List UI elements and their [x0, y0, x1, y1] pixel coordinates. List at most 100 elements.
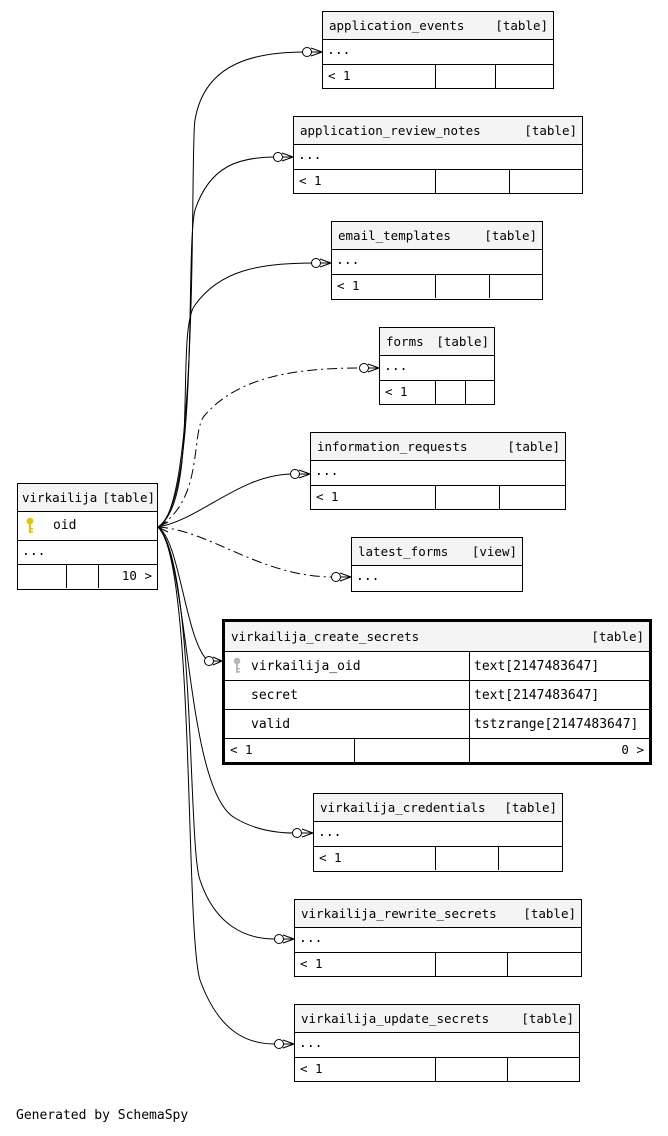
parents-count[interactable]: < 1: [380, 381, 436, 404]
table-footer: < 1: [332, 275, 542, 298]
table-name: virkailija_create_secrets: [231, 629, 420, 644]
parents-count[interactable]: < 1: [314, 847, 436, 870]
table-virkailija[interactable]: virkailija [table] oid ... 10 >: [17, 483, 158, 590]
table-kind: [table]: [484, 228, 537, 243]
column-type: text[2147483647]: [474, 658, 600, 674]
parents-count[interactable]: < 1: [295, 953, 436, 976]
table-virkailija-credentials[interactable]: virkailija_credentials [table] ... < 1: [313, 793, 563, 872]
footer-cell: [436, 847, 499, 870]
parents-count[interactable]: < 1: [225, 739, 355, 762]
table-name: forms: [386, 334, 424, 349]
column-ellipsis: ...: [311, 461, 565, 486]
children-count[interactable]: 10 >: [121, 568, 152, 583]
footer-cell: [355, 739, 470, 762]
table-name: virkailija_credentials: [320, 800, 486, 815]
table-header: forms [table]: [380, 328, 494, 356]
table-name: information_requests: [317, 439, 468, 454]
footer-cell: [67, 565, 99, 588]
edge-application-review-notes: [157, 156, 277, 528]
footer-cell: [436, 275, 490, 298]
table-virkailija-rewrite-secrets[interactable]: virkailija_rewrite_secrets [table] ... <…: [294, 899, 582, 977]
footer-cell: [466, 381, 494, 404]
table-footer: < 1: [380, 381, 494, 404]
column-row: secret text[2147483647]: [225, 681, 649, 710]
column-type: tstzrange[2147483647]: [474, 716, 639, 732]
edge-virkailija-create-secrets: [157, 526, 209, 662]
table-header: virkailija_rewrite_secrets [table]: [295, 900, 581, 928]
table-application-review-notes[interactable]: application_review_notes [table] ... < 1: [293, 116, 583, 194]
table-name: virkailija_rewrite_secrets: [301, 906, 497, 921]
table-kind: [table]: [591, 629, 644, 644]
table-footer: < 1: [295, 953, 581, 976]
parents-count[interactable]: < 1: [295, 1058, 436, 1081]
foreign-key-icon: [233, 657, 241, 673]
column-ellipsis: ...: [356, 569, 380, 584]
table-footer: < 1: [323, 65, 553, 88]
table-header: virkailija [table]: [18, 484, 157, 512]
footer-cell: [490, 275, 542, 298]
table-information-requests[interactable]: information_requests [table] ... < 1: [310, 432, 566, 510]
table-email-templates[interactable]: email_templates [table] ... < 1: [331, 221, 543, 300]
table-footer: < 1 0 >: [225, 739, 649, 762]
column-name-cell: virkailija_oid: [225, 652, 470, 680]
footer-cell: [436, 1058, 508, 1081]
table-kind: [table]: [521, 1011, 574, 1026]
table-latest-forms[interactable]: latest_forms [view] ...: [351, 537, 523, 592]
footer-cell: [436, 486, 500, 509]
parents-count[interactable]: < 1: [311, 486, 436, 509]
column-ellipsis: ...: [295, 1033, 579, 1058]
edge-virkailija-rewrite-secrets: [157, 526, 276, 940]
table-kind: [view]: [471, 544, 517, 559]
table-footer: < 1: [311, 486, 565, 509]
parents-count[interactable]: < 1: [332, 275, 436, 298]
footer-cell: [508, 953, 581, 976]
column-row-oid: oid: [18, 512, 157, 541]
column-name-cell: secret: [225, 681, 470, 709]
column-ellipsis: ...: [295, 928, 581, 953]
column-ellipsis: ...: [380, 356, 494, 381]
table-header: virkailija_credentials [table]: [314, 794, 562, 822]
column-ellipsis: ...: [314, 822, 562, 847]
table-application-events[interactable]: application_events [table] ... < 1: [322, 11, 554, 89]
edge-virkailija-update-secrets: [157, 526, 276, 1045]
table-header: information_requests [table]: [311, 433, 565, 461]
edge-email-templates: [157, 262, 315, 528]
table-kind: [table]: [523, 906, 576, 921]
table-name: virkailija_update_secrets: [301, 1011, 490, 1026]
column-name: virkailija_oid: [251, 658, 361, 674]
table-virkailija-create-secrets[interactable]: virkailija_create_secrets [table] virkai…: [222, 619, 652, 765]
footer-cell: [510, 170, 582, 193]
footer-cell: [496, 65, 553, 88]
table-footer: < 1: [295, 1058, 579, 1081]
table-kind: [table]: [102, 490, 155, 505]
footer-cell: [436, 65, 496, 88]
footer-cell: [436, 953, 508, 976]
footer-cell: [508, 1058, 579, 1081]
edge-information-requests: [157, 473, 294, 528]
footer-cell: [436, 170, 510, 193]
column-row: valid tstzrange[2147483647]: [225, 710, 649, 739]
footer-cell: [18, 565, 67, 588]
edge-forms: [157, 367, 363, 528]
table-kind: [table]: [495, 18, 548, 33]
parents-count[interactable]: < 1: [323, 65, 436, 88]
edge-latest-forms: [157, 526, 335, 578]
children-count[interactable]: 0 >: [621, 742, 644, 757]
table-header: application_events [table]: [323, 12, 553, 40]
column-name: oid: [53, 518, 77, 533]
column-ellipsis: ...: [323, 40, 553, 65]
column-name-cell: valid: [225, 710, 470, 738]
table-footer: < 1: [294, 170, 582, 193]
table-forms[interactable]: forms [table] ... < 1: [379, 327, 495, 405]
table-name: application_review_notes: [300, 123, 481, 138]
footer-cell: [499, 847, 562, 870]
table-name: virkailija: [22, 490, 98, 505]
table-header: virkailija_create_secrets [table]: [225, 622, 649, 652]
table-virkailija-update-secrets[interactable]: virkailija_update_secrets [table] ... < …: [294, 1004, 580, 1082]
parents-count[interactable]: < 1: [294, 170, 436, 193]
column-ellipsis: ...: [332, 250, 542, 275]
table-name: email_templates: [338, 228, 451, 243]
footer-cell: [500, 486, 565, 509]
footer-cell: [436, 381, 466, 404]
column-row: virkailija_oid text[2147483647]: [225, 652, 649, 681]
